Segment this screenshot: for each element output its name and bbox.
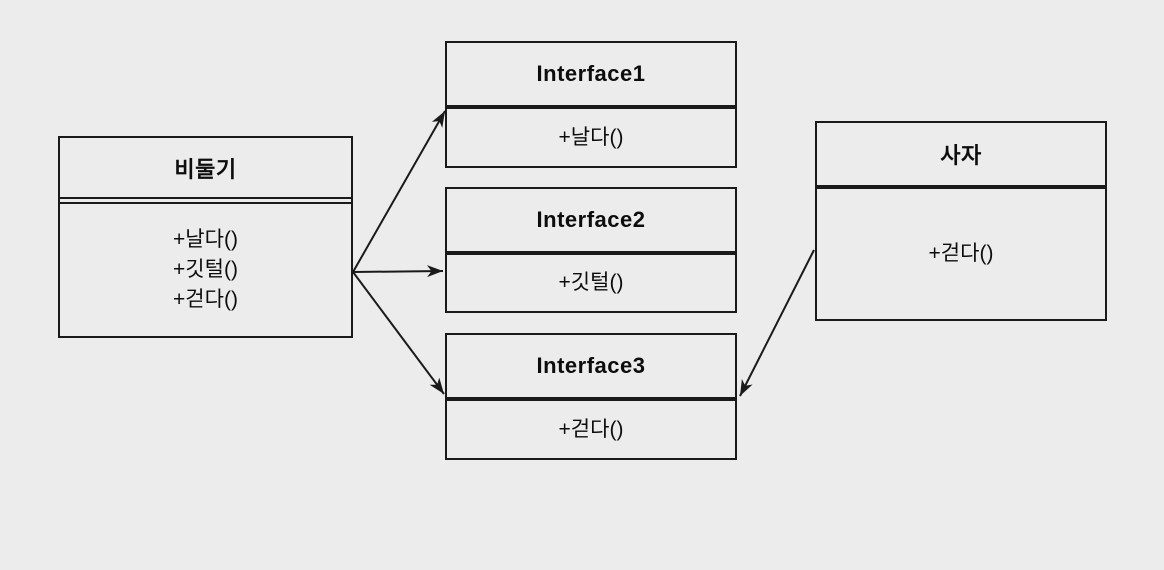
arrow-pigeon-to-interface3[interactable] <box>352 271 445 395</box>
method-label: +걷다() <box>558 417 624 441</box>
arrow-pigeon-to-interface1[interactable] <box>352 110 446 273</box>
class-box-pigeon[interactable]: 비둘기 +날다() +깃털() +걷다() <box>58 136 353 338</box>
arrow-pigeon-to-interface2[interactable] <box>352 265 444 278</box>
method-label: +걷다() <box>928 242 994 265</box>
class-title-pigeon: 비둘기 <box>60 138 351 199</box>
class-methods-pigeon: +날다() +깃털() +걷다() <box>60 202 351 336</box>
class-title-lion: 사자 <box>817 123 1105 187</box>
method-label: +깃털() <box>558 271 624 294</box>
class-box-lion[interactable]: 사자 +걷다() <box>815 121 1107 321</box>
class-box-interface3[interactable]: Interface3 +걷다() <box>445 333 737 460</box>
class-title-interface2: Interface2 <box>447 189 735 253</box>
method-label: +깃털() <box>173 258 238 281</box>
class-methods-interface3: +걷다() <box>447 399 735 458</box>
method-label: +날다() <box>558 125 624 149</box>
class-methods-interface2: +깃털() <box>447 253 735 311</box>
class-box-interface1[interactable]: Interface1 +날다() <box>445 41 737 168</box>
class-methods-lion: +걷다() <box>817 187 1105 319</box>
arrow-lion-to-interface3[interactable] <box>739 249 815 397</box>
class-box-interface2[interactable]: Interface2 +깃털() <box>445 187 737 313</box>
method-label: +걷다() <box>173 288 238 311</box>
class-methods-interface1: +날다() <box>447 107 735 166</box>
class-title-interface3: Interface3 <box>447 335 735 399</box>
method-label: +날다() <box>173 228 238 251</box>
class-title-interface1: Interface1 <box>447 43 735 107</box>
